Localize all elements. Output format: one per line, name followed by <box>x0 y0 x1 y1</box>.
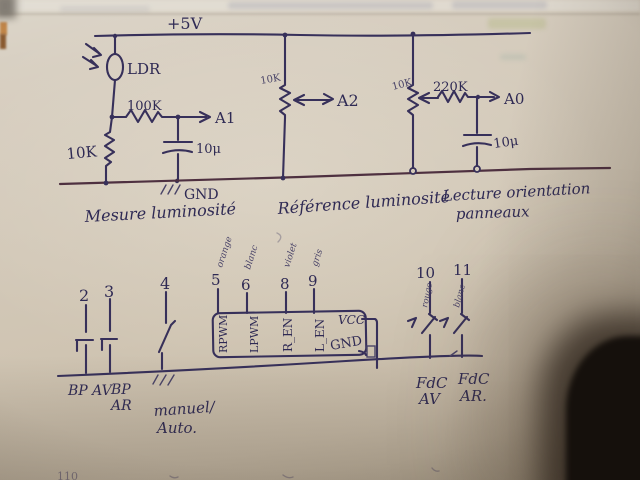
pin3-number: 3 <box>104 282 114 301</box>
ink-bleedthrough <box>500 54 526 60</box>
block-gnd-label: GND <box>329 334 363 354</box>
resistor-10k-value: 10K <box>66 142 99 163</box>
paper-crease <box>0 13 640 15</box>
pushbutton-bp-av <box>74 303 95 375</box>
potentiometer-a2 <box>278 33 335 180</box>
motor-driver-block <box>211 309 379 370</box>
ar-label: AR <box>109 398 132 414</box>
stray-pen-mark <box>276 232 282 243</box>
capacitor2-value: 10μ <box>492 134 519 152</box>
resistor-10k-divider <box>103 115 116 185</box>
caption-panneaux: panneaux <box>456 202 531 223</box>
corner-shadow <box>0 0 16 18</box>
resistor-100k <box>109 108 212 124</box>
block-r-en-label: R_EN <box>281 318 295 352</box>
highlighter-bleedthrough <box>488 18 546 29</box>
pot-a0-value: 10K <box>391 77 414 93</box>
gnd-label: GND <box>184 187 219 203</box>
ldr-symbol <box>81 34 125 119</box>
output-a1-label: A1 <box>214 109 235 127</box>
fdc-av-label-2: AV <box>417 390 442 408</box>
resistor-220k-value: 220K <box>433 80 468 95</box>
pin-wires-5689 <box>216 287 316 315</box>
limit-switch-fdc-av <box>406 280 439 360</box>
pin6-number: 6 <box>241 276 251 294</box>
faint-bottom-marks <box>169 467 440 479</box>
pin5-number: 5 <box>211 271 221 289</box>
table-edge <box>0 34 6 49</box>
block-rpwm-label: RPWM <box>217 315 230 353</box>
ground-rail <box>58 165 612 186</box>
pin8-number: 8 <box>280 275 290 293</box>
block-vcc-label: VCC <box>338 313 365 327</box>
block-lpwm-label: LPWM <box>248 316 261 353</box>
block-l-en-label: L_EN <box>313 319 327 352</box>
output-a0-label: A0 <box>503 90 524 108</box>
table-edge <box>0 22 7 35</box>
power-rail <box>93 31 532 39</box>
pin2-number: 2 <box>79 286 89 305</box>
fdc-ar-label-1: FdC <box>457 370 490 388</box>
fdc-ar-label-2: AR. <box>458 387 487 405</box>
rail-voltage-label: +5V <box>167 14 203 33</box>
output-a2-label: A2 <box>336 91 359 110</box>
ldr-label: LDR <box>127 60 161 78</box>
pin9-number: 9 <box>308 272 318 290</box>
bottom-ground-rail <box>56 350 484 378</box>
capacitor1-value: 10μ <box>196 142 221 157</box>
pin10-number: 10 <box>416 264 435 282</box>
manuel-label: manuel/ <box>153 398 217 420</box>
capacitor-10u-2 <box>461 96 493 168</box>
fdc-av-label-1: FdC <box>415 374 448 392</box>
bp-av-label: BP AV <box>67 383 114 399</box>
pot-a2-value: 10K <box>260 73 282 87</box>
bp-label: BP <box>110 382 131 398</box>
resistor-100k-value: 100K <box>127 99 162 114</box>
pin11-number: 11 <box>453 261 472 279</box>
auto-label: Auto. <box>155 419 197 437</box>
pin4-number: 4 <box>160 274 170 293</box>
limit-switch-fdc-ar <box>438 277 471 359</box>
toggle-manuel-auto <box>152 290 177 386</box>
ink-bleedthrough <box>60 6 150 12</box>
faint-page-text: 110 <box>57 470 78 480</box>
ink-bleedthrough <box>452 1 547 9</box>
ink-bleedthrough <box>228 2 433 9</box>
gnd-symbol <box>160 184 181 195</box>
pushbutton-bp-ar <box>99 297 119 374</box>
paper-top-band <box>0 0 640 11</box>
